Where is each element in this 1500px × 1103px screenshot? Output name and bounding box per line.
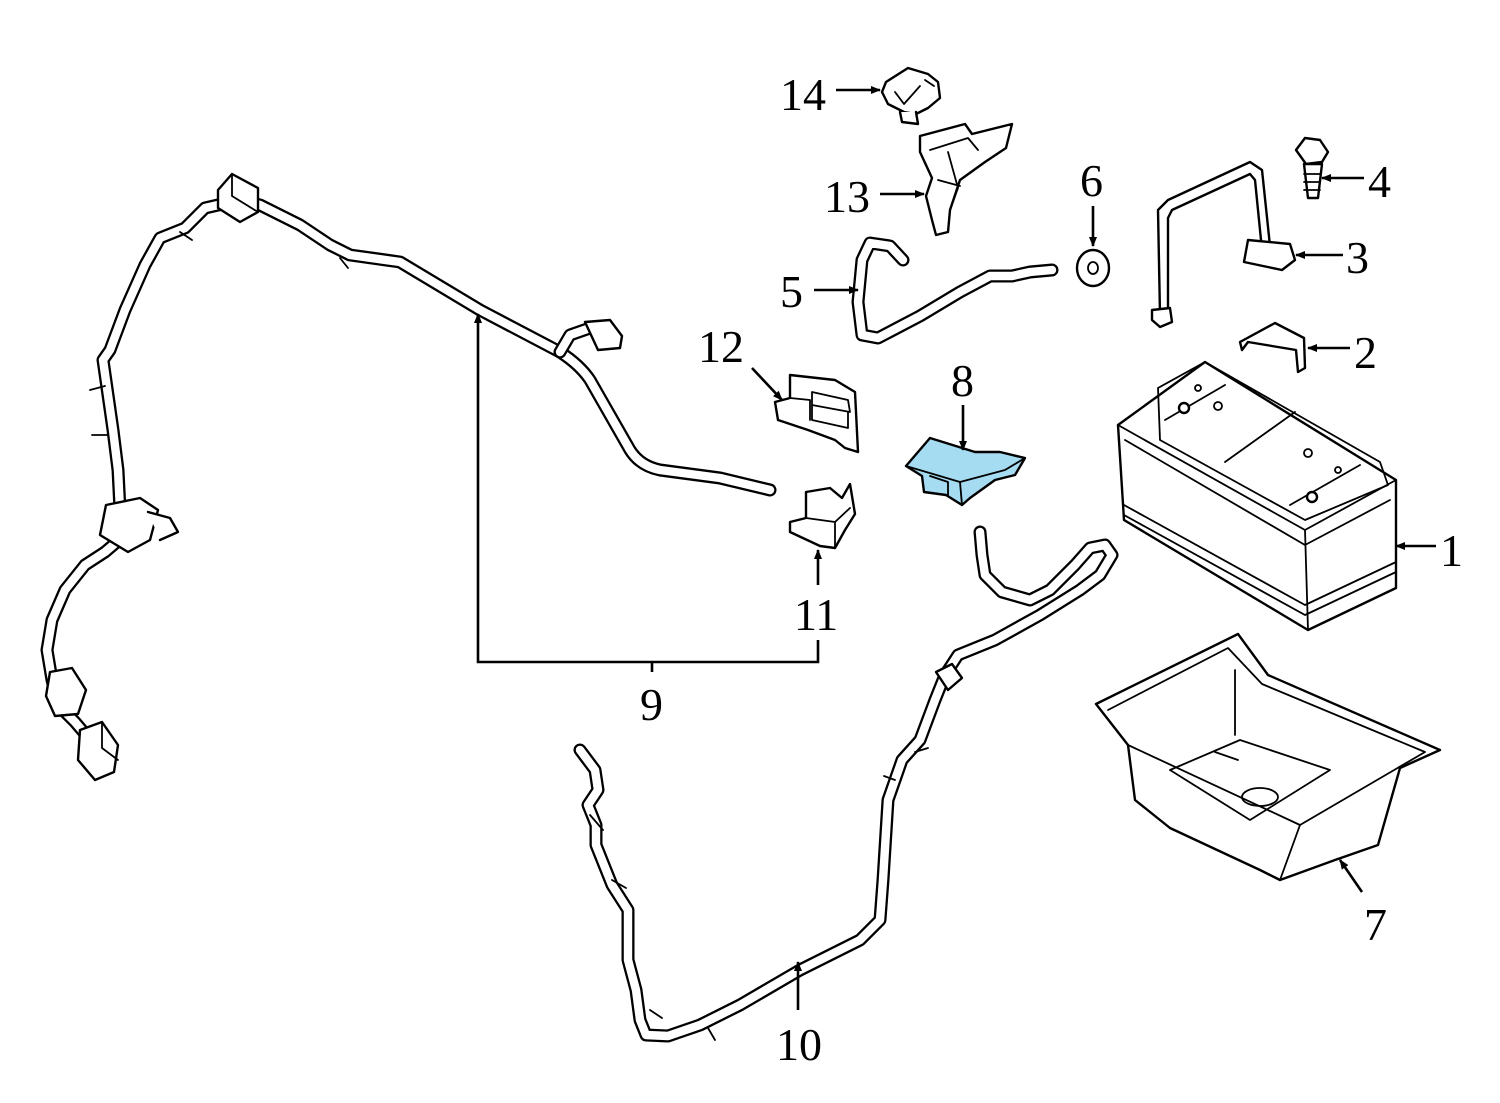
callout-5: 5 <box>780 266 803 317</box>
clip-14 <box>880 66 942 126</box>
callout-11: 11 <box>794 589 838 640</box>
grommet-6 <box>1075 248 1111 288</box>
callout-12: 12 <box>698 321 744 372</box>
callout-1: 1 <box>1440 525 1463 576</box>
callout-labels: 1 2 3 4 5 6 7 8 9 10 11 12 13 14 <box>640 69 1463 1070</box>
callout-7: 7 <box>1364 899 1387 950</box>
callout-3: 3 <box>1346 232 1369 283</box>
bracket-12 <box>773 373 860 454</box>
callout-10: 10 <box>776 1019 822 1070</box>
highlighted-bracket-8 <box>904 436 1027 507</box>
battery-cable-lower <box>573 525 1119 1043</box>
bracket-13 <box>918 122 1014 237</box>
hold-down-strap-3 <box>1150 160 1297 329</box>
battery-cable-harness <box>40 172 777 782</box>
callout-9: 9 <box>640 679 663 730</box>
callout-8: 8 <box>951 355 974 406</box>
battery-tray-7 <box>1094 632 1442 882</box>
bolt-4 <box>1294 136 1330 200</box>
callout-6: 6 <box>1080 155 1103 206</box>
callout-2: 2 <box>1354 327 1377 378</box>
battery-1 <box>1116 360 1398 632</box>
hose-5 <box>851 236 1059 345</box>
bracket-11 <box>788 482 857 550</box>
leader-lines <box>474 86 1436 1010</box>
callout-4: 4 <box>1368 156 1391 207</box>
callout-13: 13 <box>824 171 870 222</box>
terminal-cover-2 <box>1238 321 1307 374</box>
callout-14: 14 <box>780 69 826 120</box>
